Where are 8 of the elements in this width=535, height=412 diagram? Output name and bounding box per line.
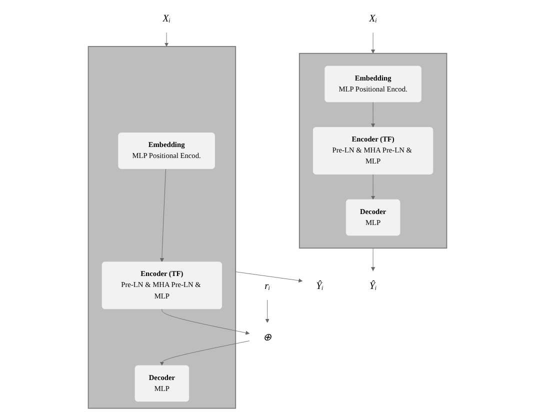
node-text: Xᵢ [162, 12, 170, 24]
node-text: ⊕ [263, 331, 272, 343]
node-text: Ŷᵢ [316, 280, 324, 292]
node-text: Ŷᵢ [369, 280, 377, 292]
node-text: Xᵢ [369, 12, 377, 24]
cluster [298, 52, 448, 249]
node-text: rᵢ [264, 280, 270, 292]
cluster [88, 46, 236, 409]
